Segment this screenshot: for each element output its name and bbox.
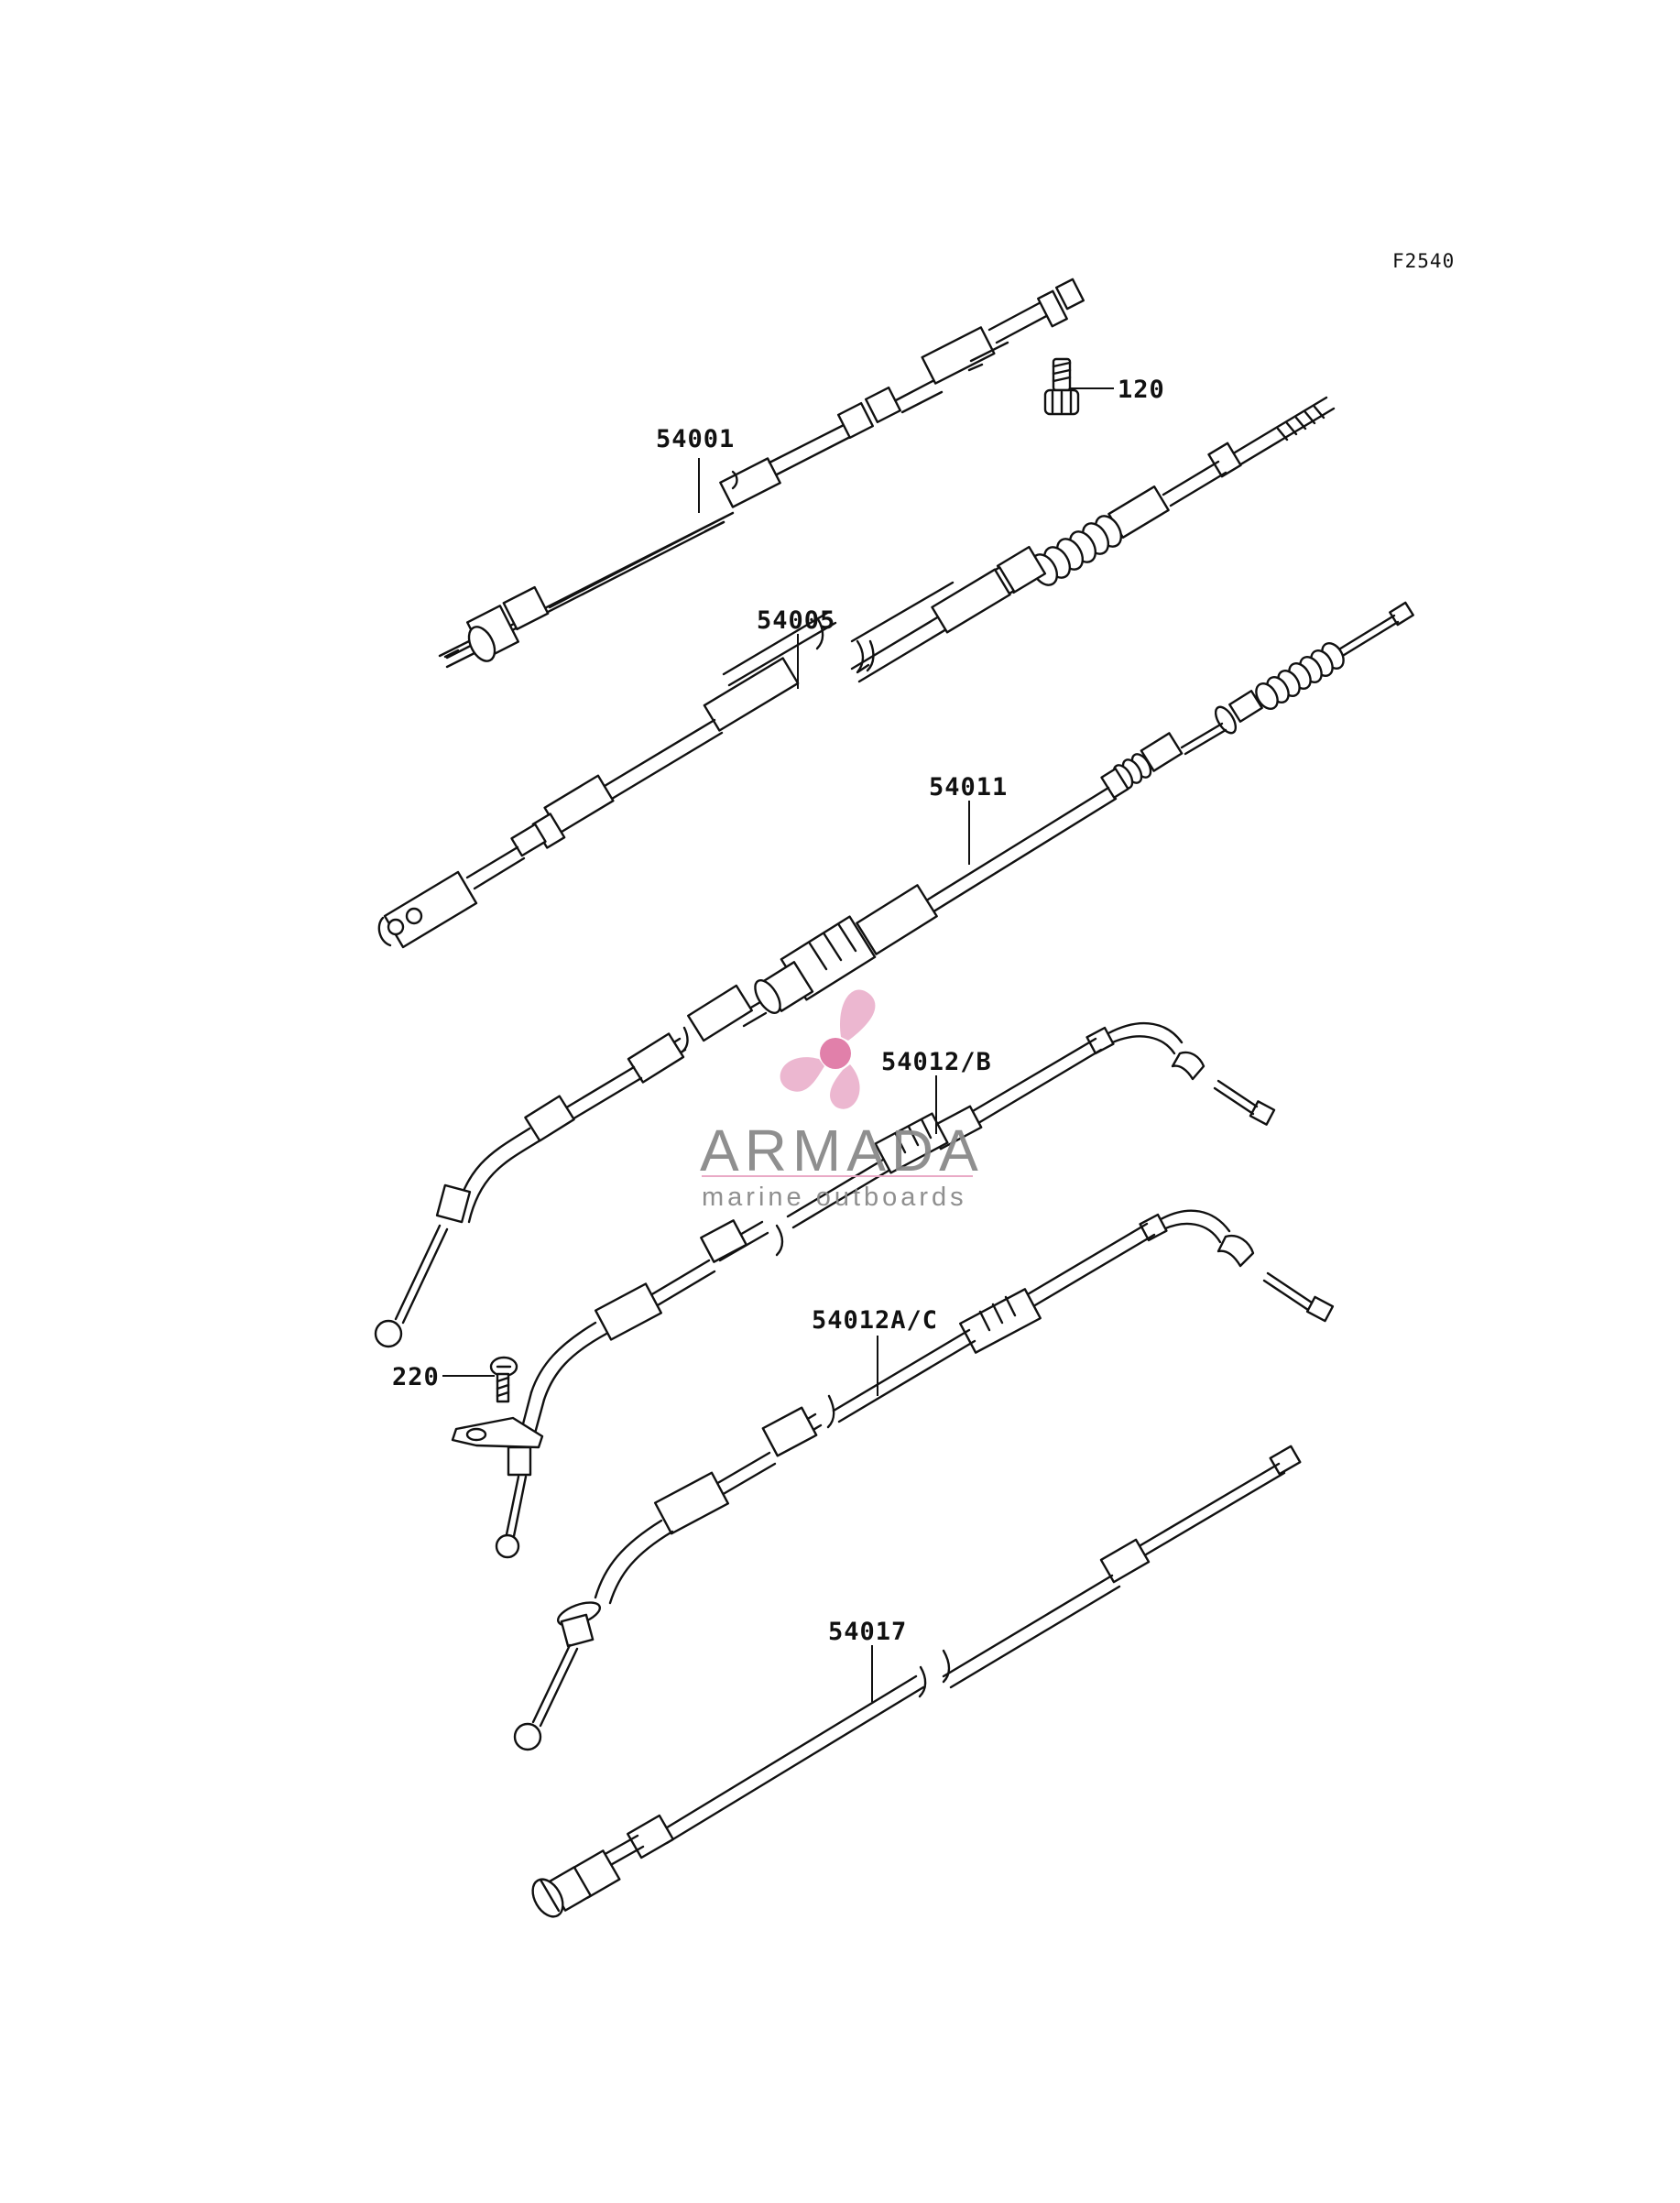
cable-54005[interactable] (377, 396, 1336, 949)
watermark: ARMADA marine outboards (700, 989, 984, 1212)
cable-54012b[interactable] (451, 1021, 1276, 1559)
bolt-120[interactable] (1043, 357, 1114, 416)
callout-54011: 54011 (929, 773, 1008, 802)
cable-54001[interactable] (438, 278, 1085, 669)
callout-54012ac: 54012A/C (812, 1306, 938, 1335)
cable-54017[interactable] (527, 1445, 1302, 1922)
callout-54001: 54001 (656, 425, 735, 453)
watermark-brand: ARMADA (700, 1118, 984, 1183)
figure-code: F2540 (1392, 250, 1455, 272)
cable-54011[interactable] (374, 601, 1414, 1348)
callout-120: 120 (1118, 376, 1165, 404)
propeller-icon (780, 989, 876, 1109)
callout-54017: 54017 (828, 1618, 907, 1646)
screw-220[interactable] (442, 1356, 518, 1403)
callout-220: 220 (392, 1363, 440, 1391)
watermark-tagline: marine outboards (702, 1183, 967, 1212)
callout-54012b: 54012/B (881, 1048, 992, 1076)
callouts: 54001 120 54005 54011 54012/B 220 54012A… (392, 376, 1165, 1702)
cable-54012ac[interactable] (513, 1209, 1335, 1751)
callout-54005: 54005 (757, 606, 835, 635)
